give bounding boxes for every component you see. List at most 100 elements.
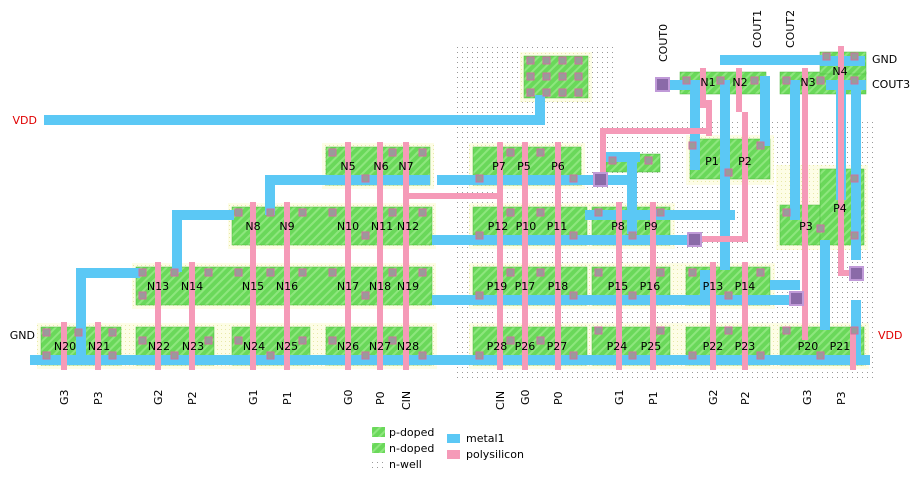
contact	[170, 351, 179, 360]
transistor-label: N20	[54, 340, 76, 353]
contact	[782, 76, 791, 85]
input-label: G3	[801, 389, 814, 405]
transistor-label: N13	[147, 280, 169, 293]
transistor-label: N28	[397, 340, 419, 353]
contact	[782, 208, 791, 217]
transistor-label: N22	[148, 340, 170, 353]
contact	[475, 174, 484, 183]
input-label: P1	[281, 391, 294, 405]
input-label: CIN	[400, 391, 413, 410]
contact	[418, 268, 427, 277]
transistor-label: P23	[735, 340, 756, 353]
contact	[475, 351, 484, 360]
contact	[388, 148, 397, 157]
transistor-label: P27	[547, 340, 568, 353]
legend-swatch-n-well	[372, 459, 385, 469]
contact	[526, 72, 535, 81]
transistor-label: N23	[182, 340, 204, 353]
bottom-metal-rail	[30, 355, 870, 365]
contact	[816, 224, 825, 233]
gnd-metal-rail-left	[437, 175, 632, 185]
transistor-label: N6	[373, 160, 388, 173]
contact	[822, 52, 831, 61]
transistor-label: P2	[738, 155, 752, 168]
transistor-label: P28	[487, 340, 508, 353]
transistor-label: P22	[703, 340, 724, 353]
transistor-label: P24	[607, 340, 628, 353]
contact	[234, 268, 243, 277]
transistor-label: P9	[644, 220, 658, 233]
contact	[418, 351, 427, 360]
transistor-label: N7	[398, 160, 413, 173]
contact	[506, 148, 515, 157]
transistor-label: N5	[340, 160, 355, 173]
contact	[850, 52, 859, 61]
transistor-label: P10	[516, 220, 537, 233]
transistor-label: P8	[611, 220, 625, 233]
transistor-label: P14	[735, 280, 756, 293]
transistor-label: P5	[517, 160, 531, 173]
contact	[850, 76, 859, 85]
contact	[266, 268, 275, 277]
input-label: G1	[613, 389, 626, 405]
contact	[850, 174, 859, 183]
contact	[628, 231, 637, 240]
contact	[558, 56, 567, 65]
legend: p-doped n-doped n-well metal1 polysilico…	[372, 426, 524, 471]
legend-p-doped: p-doped	[389, 426, 434, 439]
transistor-label: N15	[242, 280, 264, 293]
transistor-label: N17	[337, 280, 359, 293]
contact	[138, 336, 147, 345]
contact	[816, 351, 825, 360]
transistor-label: P6	[551, 160, 565, 173]
transistor-label: P11	[547, 220, 568, 233]
contact	[594, 326, 603, 335]
contact	[298, 208, 307, 217]
gnd-label-left: GND	[10, 329, 35, 342]
contact	[656, 208, 665, 217]
contact	[266, 351, 275, 360]
transistor-label: N12	[397, 220, 419, 233]
legend-swatch-p-doped	[372, 427, 385, 437]
contact	[298, 336, 307, 345]
transistor-label: N27	[369, 340, 391, 353]
output-label: COUT0	[657, 24, 670, 62]
legend-swatch-metal1	[447, 434, 460, 443]
contact	[204, 336, 213, 345]
contact	[542, 56, 551, 65]
contact	[74, 328, 83, 337]
contact	[574, 56, 583, 65]
transistor-label: P20	[798, 340, 819, 353]
contact	[628, 291, 637, 300]
contact	[756, 141, 765, 150]
output-label: COUT3	[872, 78, 910, 91]
transistor-label: P15	[608, 280, 629, 293]
transistor-label: N25	[276, 340, 298, 353]
contacts	[42, 52, 859, 360]
transistor-label: P21	[830, 340, 851, 353]
input-label: P0	[552, 391, 565, 405]
contact	[536, 268, 545, 277]
contact	[234, 208, 243, 217]
contact	[361, 291, 370, 300]
contact	[756, 351, 765, 360]
contact	[170, 268, 179, 277]
contact	[558, 72, 567, 81]
transistor-label: N4	[832, 65, 847, 78]
contact	[574, 72, 583, 81]
contact	[656, 326, 665, 335]
contact	[594, 268, 603, 277]
contact	[108, 351, 117, 360]
contact	[361, 351, 370, 360]
input-label: P2	[186, 391, 199, 405]
contact	[108, 328, 117, 337]
output-labels: COUT0 COUT1 COUT2 COUT3	[657, 10, 910, 91]
legend-swatch-n-doped	[372, 443, 385, 453]
transistor-label: N2	[732, 76, 747, 89]
transistor-label: N18	[369, 280, 391, 293]
vdd-metal-rail	[44, 115, 540, 125]
contact	[506, 208, 515, 217]
legend-polysilicon: polysilicon	[466, 448, 524, 461]
transistor-label: N10	[337, 220, 359, 233]
